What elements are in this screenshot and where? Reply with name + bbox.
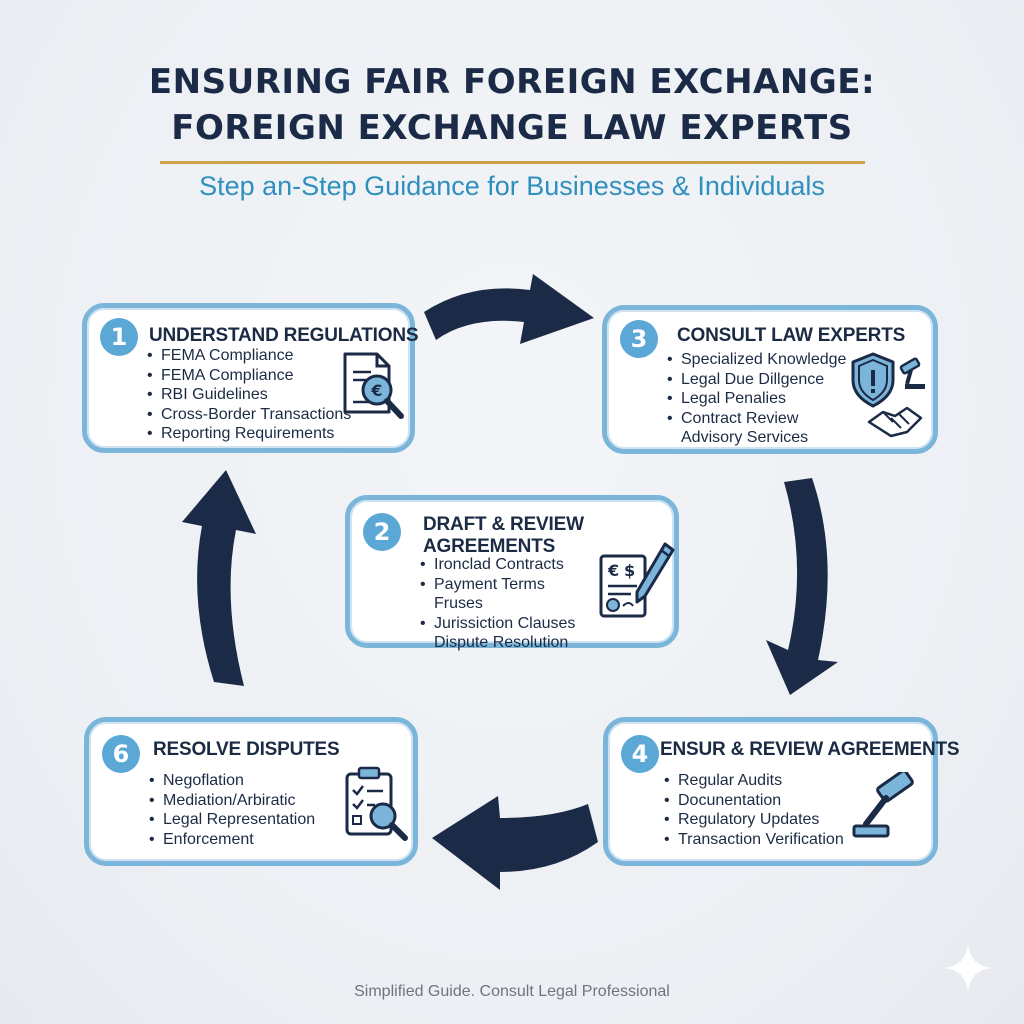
step-card-3: 3 CONSULT LAW EXPERTS Specialized Knowle… [602, 305, 938, 454]
step-items: Negoflation Mediation/Arbiratic Legal Re… [149, 771, 315, 849]
step-items: Ironclad Contracts Payment Terms Fruses … [420, 555, 575, 653]
list-item: Legal Penalies [667, 389, 846, 409]
step-number-badge: 4 [621, 735, 659, 773]
shield-gavel-handshake-icon [851, 352, 925, 438]
svg-text:€: € [607, 561, 619, 580]
step-number-badge: 3 [620, 320, 658, 358]
list-item: RBI Guidelines [147, 385, 351, 405]
title-line-1: ENSURING FAIR FOREIGN EXCHANGE: [148, 62, 876, 102]
list-item: Legal Due Dillgence [667, 370, 846, 390]
arrow-bottom [432, 796, 598, 890]
svg-text:$: $ [624, 561, 635, 580]
list-item: Reporting Requirements [147, 424, 351, 444]
list-item: Regulatory Updates [664, 810, 844, 830]
list-item: Jurissiction Clauses [420, 614, 575, 634]
step-title: CONSULT LAW EXPERTS [677, 325, 906, 346]
step-items: Regular Audits Docunentation Regulatory … [664, 771, 844, 849]
sparkle-icon [944, 944, 992, 992]
list-item: Payment Terms [420, 575, 575, 595]
list-item: Contract Review [667, 409, 846, 429]
gavel-icon [852, 772, 914, 838]
list-item: Ironclad Contracts [420, 555, 575, 575]
step-number-badge: 1 [100, 318, 138, 356]
document-search-icon: € [343, 352, 404, 419]
arrow-left [182, 470, 256, 686]
step-items: Specialized Knowledge Legal Due Dillgenc… [667, 350, 846, 448]
list-item: Cross-Border Transactions [147, 405, 351, 425]
list-item: Docunentation [664, 791, 844, 811]
footer-note: Simplified Guide. Consult Legal Professi… [354, 983, 670, 1000]
step-card-4: 4 ENSUR & REVIEW AGREEMENTS Regular Audi… [603, 717, 960, 866]
clipboard-search-icon [345, 766, 408, 841]
list-item: Mediation/Arbiratic [149, 791, 315, 811]
step-card-2: 2 DRAFT & REVIEW AGREEMENTS Ironclad Con… [345, 495, 679, 651]
step-title: ENSUR & REVIEW AGREEMENTS [660, 739, 960, 760]
list-item: Regular Audits [664, 771, 844, 791]
title-underline [160, 161, 865, 164]
title-line-2: FOREIGN EXCHANGE LAW EXPERTS [171, 108, 853, 148]
step-title: RESOLVE DISPUTES [153, 739, 340, 760]
list-item: Negoflation [149, 771, 315, 791]
list-item: Dispute Resolution [434, 634, 569, 652]
step-card-6: 6 RESOLVE DISPUTES Negoflation Mediation… [84, 717, 418, 866]
arrow-top [424, 274, 594, 344]
step-card-1: 1 UNDERSTAND REGULATIONS FEMA Compliance… [82, 303, 419, 453]
list-item: FEMA Compliance [147, 366, 351, 386]
step-number-badge: 2 [363, 513, 401, 551]
step-title: DRAFT & REVIEW AGREEMENTS [423, 514, 584, 557]
list-item: FEMA Compliance [147, 346, 351, 366]
arrow-right [766, 478, 838, 695]
list-item: Transaction Verification [664, 830, 844, 850]
step-title: UNDERSTAND REGULATIONS [149, 325, 419, 346]
subtitle: Step an-Step Guidance for Businesses & I… [199, 171, 825, 201]
svg-text:€: € [370, 381, 382, 400]
step-items: FEMA Compliance FEMA Compliance RBI Guid… [147, 346, 351, 444]
list-item: Legal Representation [149, 810, 315, 830]
list-item: Enforcement [149, 830, 315, 850]
list-item: Specialized Knowledge [667, 350, 846, 370]
list-item: Advisory Services [681, 429, 809, 447]
contract-pen-icon: € $ [599, 542, 675, 618]
list-item: Fruses [434, 595, 483, 613]
step-number-badge: 6 [102, 735, 140, 773]
